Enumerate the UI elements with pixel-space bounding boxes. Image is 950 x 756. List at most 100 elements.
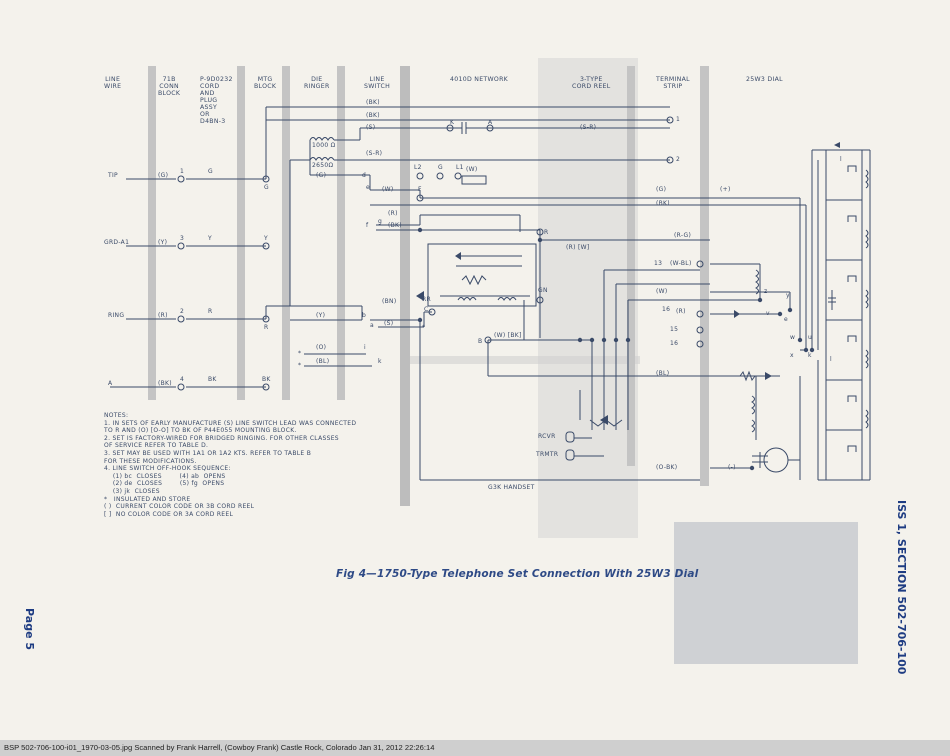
code-g: G — [208, 168, 213, 175]
dial-x: x — [790, 352, 794, 359]
switch-bl: (BL) — [316, 358, 330, 365]
net-gn: GN — [538, 287, 548, 294]
note-line: OF SERVICE REFER TO TABLE D. — [104, 442, 209, 450]
bar-71b — [148, 66, 156, 400]
switch-contact-j: i — [364, 344, 366, 351]
switch-w: (W) — [382, 186, 394, 193]
code-n2: 2 — [180, 308, 185, 315]
note-line: [ ] NO COLOR CODE OR 3A CORD REEL — [104, 510, 234, 518]
switch-star3: * — [422, 324, 426, 331]
bar-ringer — [337, 66, 345, 400]
term-15: 15 — [670, 326, 679, 333]
net-c: C — [424, 306, 429, 313]
net-f: F — [418, 186, 422, 193]
code-g-paren: (G) — [158, 172, 169, 179]
switch-contact-k: k — [378, 358, 382, 365]
note-line: ( ) CURRENT COLOR CODE OR 3B CORD REEL — [104, 503, 255, 511]
term-16: 16 — [662, 306, 671, 313]
term-w: (W) — [656, 288, 668, 295]
header-dial: 25W3 DIAL — [746, 76, 783, 83]
code-y: Y — [208, 235, 212, 242]
switch-contact-g: g — [378, 218, 383, 225]
document-page: LINE WIRE 71B CONN BLOCK P-9D0232 CORD A… — [23, 58, 908, 675]
switch-bk2: (BK) — [366, 112, 380, 119]
net-k: K — [450, 119, 455, 126]
switch-o: (O) — [316, 344, 327, 351]
net-a: A — [488, 119, 493, 126]
note-line: (2) de CLOSES (5) fg OPENS — [104, 480, 225, 488]
note-line: FOR THESE MODIFICATIONS. — [104, 457, 197, 465]
code-r-paren: (R) — [158, 312, 168, 319]
net-w: (W) — [466, 166, 478, 173]
net-wbk: (W) [BK] — [494, 332, 522, 339]
note-line: 3. SET MAY BE USED WITH 1A1 OR 1A2 KTS. … — [104, 449, 312, 457]
term-l2: l — [830, 356, 832, 363]
label-ring: RING — [108, 312, 125, 319]
code-y-mtg: Y — [264, 235, 268, 242]
wires — [110, 106, 871, 481]
dial-u: u — [808, 334, 813, 341]
handset-title: G3K HANDSET — [488, 484, 535, 491]
note-line: NOTES: — [104, 412, 129, 419]
scan-footer: BSP 502-706-100-i01_1970-03-05.jpg Scann… — [0, 740, 950, 756]
handset-trmtr: TRMTR — [536, 451, 559, 458]
header-cord-reel: 3-TYPE CORD REEL — [572, 76, 611, 90]
bar-cord — [237, 66, 245, 400]
term-minus: (-) — [728, 464, 736, 471]
code-r-mtg: R — [264, 324, 269, 331]
dial-e: e — [784, 316, 788, 323]
code-n4: 4 — [180, 376, 185, 383]
term-r-g: (R-G) — [674, 232, 692, 239]
net-rr: RR — [422, 296, 431, 303]
note-line: 1. IN SETS OF EARLY MANUFACTURE (S) LINE… — [104, 419, 357, 427]
note-line: 4. LINE SWITCH OFF-HOOK SEQUENCE: — [104, 465, 231, 473]
net-rw: (R) [W] — [566, 244, 590, 251]
handset-rcvr: RCVR — [538, 433, 556, 440]
net-l1: L1 — [456, 164, 464, 171]
dial-v: v — [766, 310, 770, 317]
section-label: ISS 1, SECTION 502-706-100 — [895, 500, 908, 675]
code-n1: 1 — [180, 168, 185, 175]
switch-s: (S) — [366, 124, 376, 131]
net-l2: L2 — [414, 164, 422, 171]
term-2: 2 — [676, 156, 681, 163]
header-die-ringer: DIE RINGER — [304, 76, 330, 90]
bar-mtg — [282, 66, 290, 400]
switch-bk1: (BK) — [366, 99, 380, 106]
switch-star1: * — [298, 350, 302, 357]
term-16b: 16 — [670, 340, 679, 347]
code-n3: 3 — [180, 235, 185, 242]
switch-star2: * — [298, 362, 302, 369]
figure-caption: Fig 4—1750-Type Telephone Set Connection… — [336, 568, 699, 580]
term-w-bl: (W-BL) — [670, 260, 692, 267]
term-plus: (+) — [720, 186, 731, 193]
resistor-1000: 1000 Ω — [312, 142, 336, 149]
term-1: 1 — [676, 116, 681, 123]
note-line: (1) bc CLOSES (4) ab OPENS — [104, 472, 226, 480]
header-line-switch: LINE SWITCH — [364, 76, 391, 90]
term-bk: (BK) — [656, 200, 670, 207]
term-bl: (BL) — [656, 370, 670, 377]
switch-contact-e: e — [366, 184, 370, 191]
switch-r: (R) — [388, 210, 398, 217]
note-line: TO R AND (O) [O-O] TO BK OF P44E055 MOUN… — [104, 427, 297, 435]
net-g: G — [438, 164, 443, 171]
schematic-diagram — [110, 58, 871, 664]
switch-s2: (S) — [384, 320, 394, 327]
term-o-bk: (O-BK) — [656, 464, 678, 471]
label-a: A — [108, 380, 113, 387]
header-line-wire: LINE WIRE — [104, 76, 122, 90]
label-tip: TIP — [108, 172, 118, 179]
label-grd: GRD-A1 — [104, 239, 130, 246]
bar-terminal — [700, 66, 709, 486]
terminal-markers — [177, 116, 840, 471]
switch-contact-d: d — [362, 172, 367, 179]
switch-y: (Y) — [316, 312, 326, 319]
header-cord: P-9D0232 CORD AND PLUG ASSY OR D4BN-3 — [200, 76, 233, 125]
switch-contact-f: f — [366, 222, 369, 229]
header-network: 4010D NETWORK — [450, 76, 509, 83]
code-g-mtg: G — [264, 184, 269, 191]
gray-patch-reel — [538, 58, 638, 538]
dial-z: z — [764, 288, 768, 295]
dial-y: y — [786, 292, 790, 299]
